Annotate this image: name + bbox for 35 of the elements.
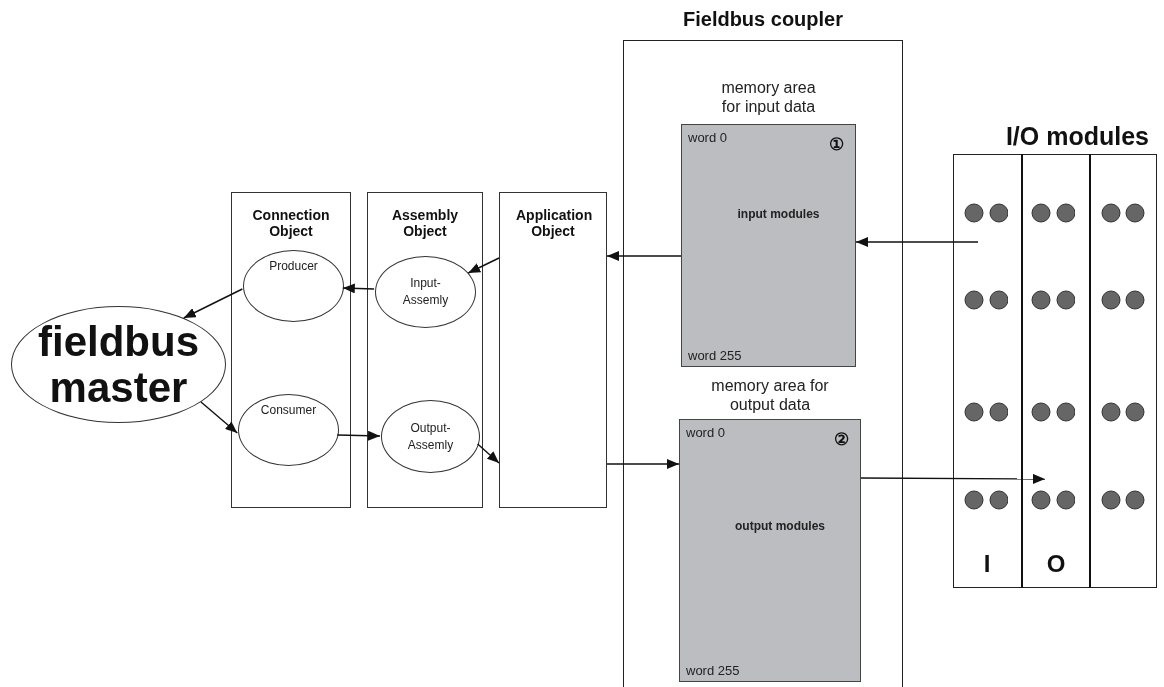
ellipse-label: Consumer — [259, 402, 318, 419]
arrow — [606, 251, 682, 261]
arrow — [467, 257, 500, 274]
area-label: input modules — [736, 206, 821, 223]
arrow — [860, 473, 1046, 484]
arrow — [342, 283, 375, 294]
ellipse-label: Input- Assemly — [401, 275, 450, 309]
master-label: fieldbus master — [37, 318, 200, 411]
arrow — [855, 237, 979, 247]
arrow — [476, 443, 500, 464]
word-label: word 255 — [686, 663, 740, 678]
word-label: word 0 — [686, 425, 726, 440]
arrow — [336, 430, 381, 441]
box-title: Fieldbus coupler — [682, 8, 844, 31]
column-label: O — [1045, 550, 1067, 578]
memory-heading: memory area for output data — [710, 376, 830, 414]
object-title: Connection Object — [251, 207, 331, 239]
object-box — [231, 192, 351, 508]
area-number: ① — [829, 134, 844, 155]
panel-title: I/O modules — [1005, 122, 1149, 151]
area-label: output modules — [734, 518, 826, 535]
object-box — [367, 192, 483, 508]
ellipse-label: Output- Assemly — [406, 419, 455, 454]
arrow — [606, 459, 680, 469]
object-box — [499, 192, 607, 508]
memory-heading: memory area for input data — [720, 78, 817, 116]
word-label: word 0 — [688, 130, 728, 145]
area-number: ② — [834, 429, 849, 450]
arrow — [183, 288, 243, 319]
ellipse-label: Producer — [268, 258, 319, 275]
memory-area-box — [679, 376, 861, 682]
column-label: I — [982, 550, 992, 578]
object-title: Assembly Object — [390, 207, 460, 239]
object-title: Application Object — [516, 207, 590, 239]
word-label: word 255 — [688, 348, 742, 363]
